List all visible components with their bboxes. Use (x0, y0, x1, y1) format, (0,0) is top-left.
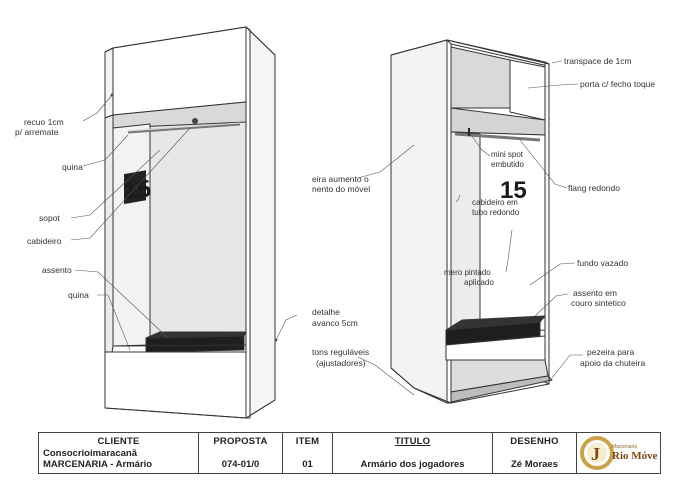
desenho-value: Zé Moraes (511, 459, 558, 470)
leader-lines-left (70, 94, 298, 351)
label-numero-2: aplicado (464, 278, 494, 287)
label-cabideiro-left: cabideiro (27, 236, 62, 246)
item-value: 01 (302, 459, 313, 470)
item-cell: ITEM 01 (283, 433, 333, 473)
left-top-front (112, 26, 247, 116)
company-logo: J Marcenaria Rio Móveis (577, 433, 660, 473)
right-top-door (509, 59, 546, 121)
label-pes-1: tons reguláveis (312, 347, 369, 357)
label-cabideiro-tubo-2: tubo redondo (472, 208, 520, 217)
titulo-header: TITULO (394, 436, 431, 447)
right-inner-shadow (450, 131, 481, 336)
label-numero-1: mero pintado (444, 268, 491, 277)
right-side-panel (390, 39, 448, 404)
label-couro-1: assento em (573, 288, 617, 298)
label-avanco: avanco 5cm (312, 318, 358, 328)
label-porta: porta c/ fecho toque (580, 79, 655, 89)
label-flang: flang redondo (568, 183, 620, 193)
right-jersey-number-text: 15 (500, 177, 527, 204)
cliente-cell: CLIENTE Consocrioimaracanã MARCENARIA - … (39, 433, 199, 473)
cliente-value: Consocrioimaracanã MARCENARIA - Armário (43, 448, 194, 470)
label-mini-spot-1: mini spot (491, 150, 524, 159)
left-jersey-number-text: 15 (123, 175, 152, 205)
svg-text:J: J (591, 444, 600, 464)
titulo-cell: TITULO Armário dos jogadores (333, 433, 493, 473)
callout-labels: recuo 1cm p/ arremate quina sopot cabide… (15, 56, 655, 368)
label-pes-2: (ajustadores) (316, 358, 366, 368)
left-cabinet (104, 26, 276, 419)
left-inner-shadow (112, 123, 151, 347)
proposta-value: 074-01/0 (221, 459, 260, 470)
titulo-value: Armário dos jogadores (360, 459, 465, 470)
item-header: ITEM (295, 436, 320, 447)
proposta-cell: PROPOSTA 074-01/0 (199, 433, 283, 473)
left-right-front-edge (245, 26, 251, 419)
label-cabideiro-tubo-1: cabideiro em (472, 198, 518, 207)
label-pezeira-2: apoio da chuteira (580, 358, 645, 368)
label-couro-2: couro sintetico (571, 298, 626, 308)
label-eira-1: eira aumento o (312, 174, 369, 184)
logo-small-text: Marcenaria (612, 444, 637, 450)
rio-moveis-logo-icon: J Marcenaria Rio Móveis (579, 436, 658, 470)
cliente-line1: Consocrioimaracanã (43, 448, 137, 459)
logo-name-text: Rio Móveis (612, 450, 658, 462)
label-pezeira-1: pezeira para (587, 347, 635, 357)
right-foot-rest (450, 375, 553, 403)
right-cabinet (390, 39, 553, 404)
left-rail (127, 122, 241, 134)
label-quina-top: quina (62, 162, 83, 172)
left-seat (145, 335, 245, 353)
left-arrowheads (110, 93, 278, 342)
label-quina-bottom: quina (68, 290, 89, 300)
leader-lines-right (357, 60, 583, 396)
label-mini-spot-2: embutido (491, 160, 524, 169)
cliente-header: CLIENTE (97, 436, 140, 447)
label-recuo: recuo 1cm (24, 117, 64, 127)
left-bottom-box (104, 351, 247, 419)
right-outer-edge (544, 61, 550, 385)
label-transpace: transpace de 1cm (564, 56, 632, 66)
desenho-cell: DESENHO Zé Moraes (493, 433, 577, 473)
cliente-line2: MARCENARIA - Armário (43, 459, 153, 470)
label-fundo: fundo vazado (577, 258, 628, 268)
desenho-header: DESENHO (510, 436, 559, 447)
right-cubby-back (450, 46, 511, 109)
left-spot (192, 118, 198, 124)
left-top-left (104, 47, 114, 119)
label-assento: assento (42, 265, 72, 275)
label-arremate: p/ arremate (15, 127, 59, 137)
label-sopot: sopot (39, 213, 60, 223)
title-block: CLIENTE Consocrioimaracanã MARCENARIA - … (38, 432, 661, 474)
proposta-header: PROPOSTA (213, 436, 268, 447)
label-eira-2: nento do móvel (312, 184, 370, 194)
label-detalhe: detalhe (312, 307, 340, 317)
